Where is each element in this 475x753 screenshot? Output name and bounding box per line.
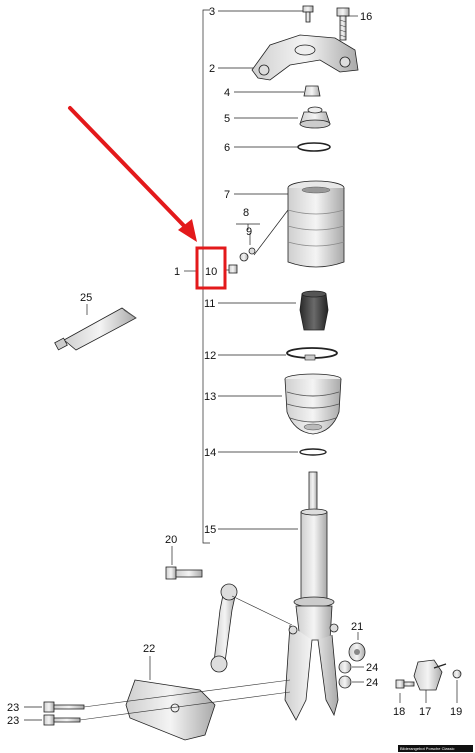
label-18: 18: [393, 706, 405, 718]
label-17: 17: [419, 706, 431, 718]
label-13: 13: [204, 391, 216, 403]
bolt-part-3: [302, 5, 314, 23]
ring-part-14: [299, 448, 327, 456]
shock-absorber-part-15: [284, 471, 339, 721]
label-8: 8: [243, 207, 249, 219]
grease-tube-part-25: [54, 307, 137, 351]
label-16: 16: [360, 11, 372, 23]
clamp-ring-part-12: [286, 347, 338, 361]
label-11: 11: [204, 298, 215, 310]
highlight-box: [195, 246, 227, 290]
bump-stop-part-11: [299, 290, 329, 331]
label-1: 1: [174, 266, 180, 278]
label-2: 2: [209, 63, 215, 75]
credit-text: Bilderangebot Porsche Classic: [400, 746, 454, 751]
bolt-part-18: [395, 679, 415, 689]
label-5: 5: [224, 113, 230, 125]
label-24b: 24: [366, 677, 378, 689]
label-25: 25: [80, 292, 92, 304]
long-bolt-part-23b: [43, 691, 291, 726]
label-23b: 23: [7, 715, 19, 727]
label-20: 20: [165, 534, 177, 546]
assembly-bracket: [202, 9, 210, 544]
credit-strip: [398, 745, 473, 752]
valve-part-9: [239, 247, 256, 262]
carrier-plate-part-22: [125, 679, 216, 741]
washer-part-24b: [338, 675, 352, 689]
label-22: 22: [143, 643, 155, 655]
o-ring-part-6: [297, 142, 331, 152]
top-mount-part-2: [251, 34, 359, 81]
label-24a: 24: [366, 662, 378, 674]
screw-part-16: [336, 7, 350, 41]
stabilizer-link: [210, 583, 293, 673]
label-19: 19: [450, 706, 462, 718]
label-14: 14: [204, 447, 216, 459]
label-10: 10: [205, 266, 217, 278]
label-15: 15: [204, 524, 216, 536]
label-23a: 23: [7, 702, 19, 714]
nut-part-19: [452, 669, 462, 679]
bolt-part-20: [165, 566, 203, 580]
bearing-part-5: [299, 106, 331, 129]
washer-part-24a: [338, 660, 352, 674]
long-bolt-part-23a: [43, 679, 291, 713]
label-3: 3: [209, 6, 215, 18]
label-7: 7: [224, 189, 230, 201]
label-6: 6: [224, 142, 230, 154]
label-9: 9: [246, 226, 252, 238]
label-12: 12: [204, 350, 216, 362]
bellows-part-13: [284, 373, 342, 435]
nut-part-4: [303, 85, 321, 97]
label-21: 21: [351, 621, 363, 633]
fitting-part-10: [228, 264, 238, 274]
red-arrow-icon: [68, 106, 197, 242]
level-sensor-part-17: [413, 659, 447, 691]
air-spring-part-7: [287, 180, 345, 268]
label-4: 4: [224, 87, 230, 99]
bushing-part-21: [348, 642, 366, 662]
